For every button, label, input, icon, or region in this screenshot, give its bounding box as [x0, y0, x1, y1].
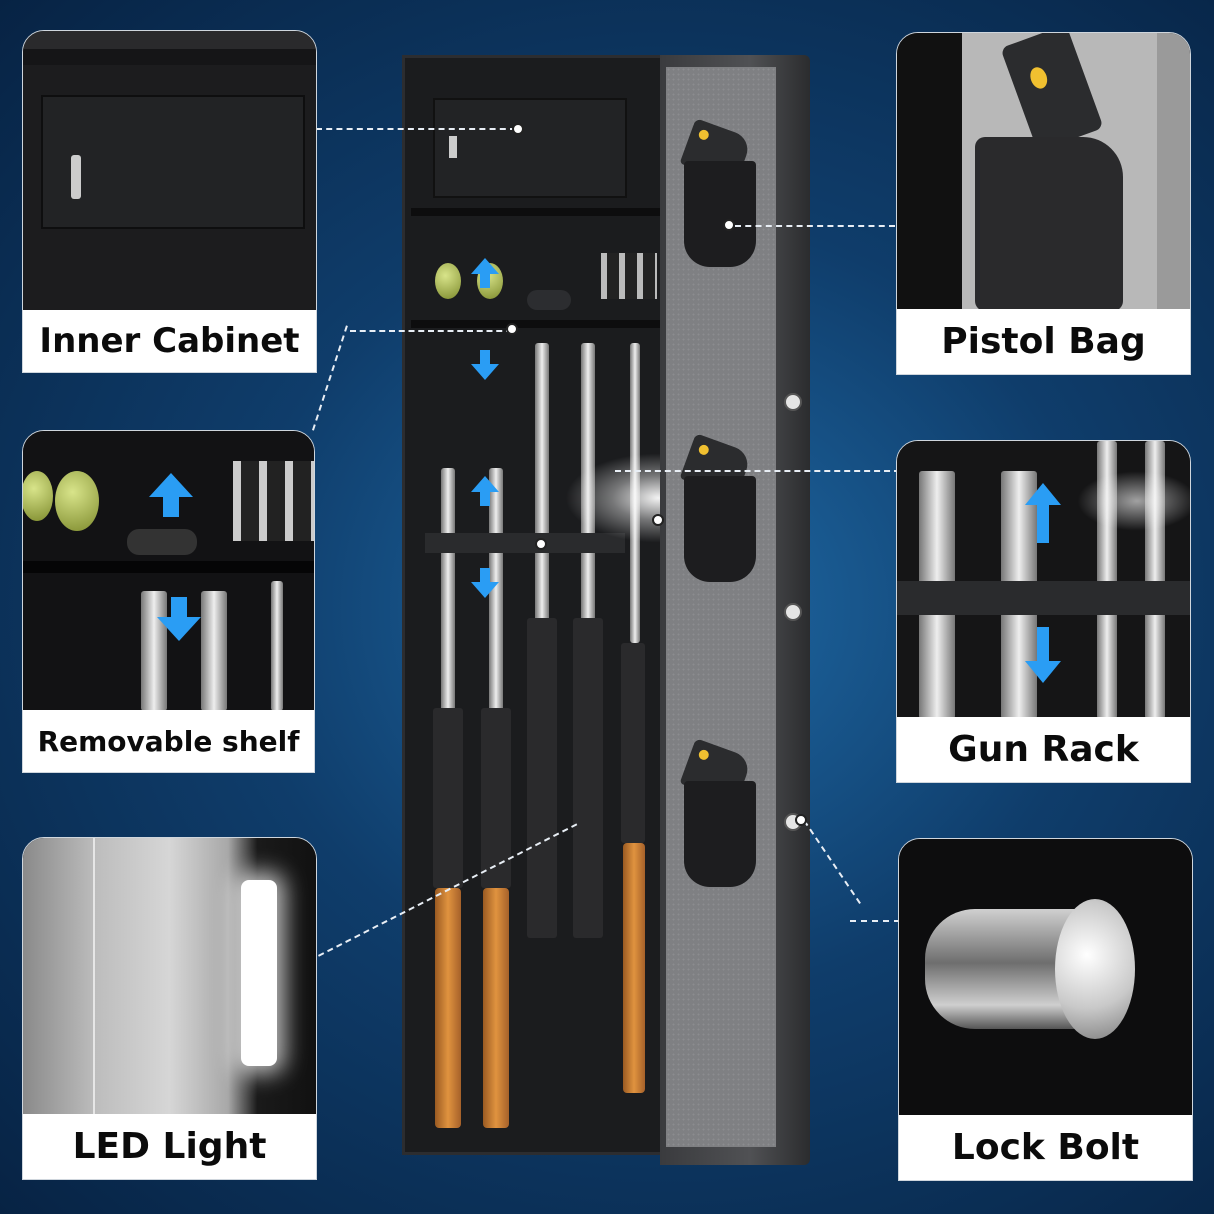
callout-label: Inner Cabinet	[23, 310, 316, 372]
led-light-glow	[565, 453, 675, 543]
lock-bolt	[784, 393, 802, 411]
safe-door	[660, 55, 810, 1165]
rifle-action	[573, 618, 603, 938]
rifle-barrel	[271, 581, 283, 711]
led-strip	[241, 880, 277, 1066]
arrow-down-icon	[471, 364, 499, 380]
callout-label: Removable shelf	[23, 710, 314, 772]
connector-inner-cabinet	[316, 128, 516, 130]
arrow-down-icon	[471, 582, 499, 598]
arrow-stem	[171, 597, 187, 617]
lock-bolt	[784, 603, 802, 621]
cabinet-floor	[411, 208, 661, 216]
pistol-icon	[1000, 33, 1104, 152]
rifle-barrel	[535, 343, 549, 623]
pistol-bag	[684, 476, 756, 582]
callout-pistol-bag: Pistol Bag	[896, 32, 1191, 375]
connector-lock-bolt-h	[850, 920, 900, 922]
arrow-down-icon	[157, 617, 201, 641]
light-glow	[1077, 471, 1190, 531]
door-panel	[666, 67, 776, 1147]
callout-removable-shelf: Removable shelf	[22, 430, 315, 773]
callout-led-light: LED Light	[22, 837, 317, 1180]
arrow-stem	[1037, 505, 1049, 543]
connector-dot	[535, 538, 547, 550]
arrow-stem	[163, 497, 179, 517]
pistol-bag	[975, 137, 1123, 311]
arrow-up-icon	[149, 473, 193, 497]
pistol-bag	[684, 781, 756, 887]
rifle-barrel	[201, 591, 227, 711]
connector-shelf-diag	[312, 325, 348, 431]
shelf	[23, 561, 314, 573]
connector-dot	[512, 123, 524, 135]
rifle-barrel	[441, 468, 455, 728]
ammo-holders	[233, 461, 314, 541]
wooden-stock	[435, 888, 461, 1128]
arrow-up-icon	[1025, 483, 1061, 505]
pistol-holster	[679, 433, 758, 582]
ammo-holders	[601, 253, 657, 299]
removable-shelf-photo	[23, 431, 314, 711]
callout-label: Gun Rack	[897, 717, 1190, 782]
pistol-holster	[679, 738, 758, 887]
removable-shelf	[411, 320, 661, 328]
callout-label: LED Light	[23, 1114, 316, 1179]
frame-edge	[93, 838, 95, 1116]
wooden-stock	[483, 888, 509, 1128]
led-light-photo	[23, 838, 316, 1116]
lock-bolt-photo	[899, 839, 1192, 1117]
wooden-stock	[623, 843, 645, 1093]
connector-shelf	[350, 330, 512, 332]
arrow-stem	[480, 568, 490, 582]
key-icon	[71, 155, 81, 199]
connector-dot	[795, 814, 807, 826]
rifle-action	[433, 708, 463, 888]
pistol-holster	[679, 118, 758, 267]
gun-safe-illustration	[402, 55, 812, 1165]
callout-inner-cabinet: Inner Cabinet	[22, 30, 317, 373]
binoculars-icon	[527, 290, 571, 310]
gun-rack-photo	[897, 441, 1190, 719]
arrow-stem	[480, 492, 490, 506]
inner-cabinet-box	[433, 98, 627, 198]
connector-dot	[652, 514, 664, 526]
cabinet-door	[41, 95, 305, 229]
connector-gun-rack	[615, 470, 900, 472]
rifle-action	[527, 618, 557, 938]
rifle-barrel	[141, 591, 167, 711]
rifle-action	[481, 708, 511, 888]
rifle-action	[621, 643, 645, 843]
callout-label: Lock Bolt	[899, 1115, 1192, 1180]
inner-cabinet-photo	[23, 31, 316, 311]
connector-dot	[506, 323, 518, 335]
arrow-stem	[480, 350, 490, 364]
connector-dot	[723, 219, 735, 231]
arrow-stem	[1037, 627, 1049, 661]
gun-rack-bar	[897, 581, 1190, 615]
arrow-down-icon	[1025, 661, 1061, 683]
pistol-bag-photo	[897, 33, 1190, 311]
arrow-up-icon	[471, 258, 499, 274]
grenade-icon	[435, 263, 461, 299]
arrow-stem	[480, 274, 490, 288]
rifle-barrel	[489, 468, 503, 728]
bolt-face	[1055, 899, 1135, 1039]
grenade-icon	[23, 471, 53, 521]
callout-label: Pistol Bag	[897, 309, 1190, 374]
safe-body	[402, 55, 675, 1155]
pistol-bag	[684, 161, 756, 267]
key-icon	[449, 136, 457, 158]
callout-lock-bolt: Lock Bolt	[898, 838, 1193, 1181]
arrow-up-icon	[471, 476, 499, 492]
grenade-icon	[55, 471, 99, 531]
connector-pistol-bag	[735, 225, 895, 227]
callout-gun-rack: Gun Rack	[896, 440, 1191, 783]
binoculars-icon	[127, 529, 197, 555]
